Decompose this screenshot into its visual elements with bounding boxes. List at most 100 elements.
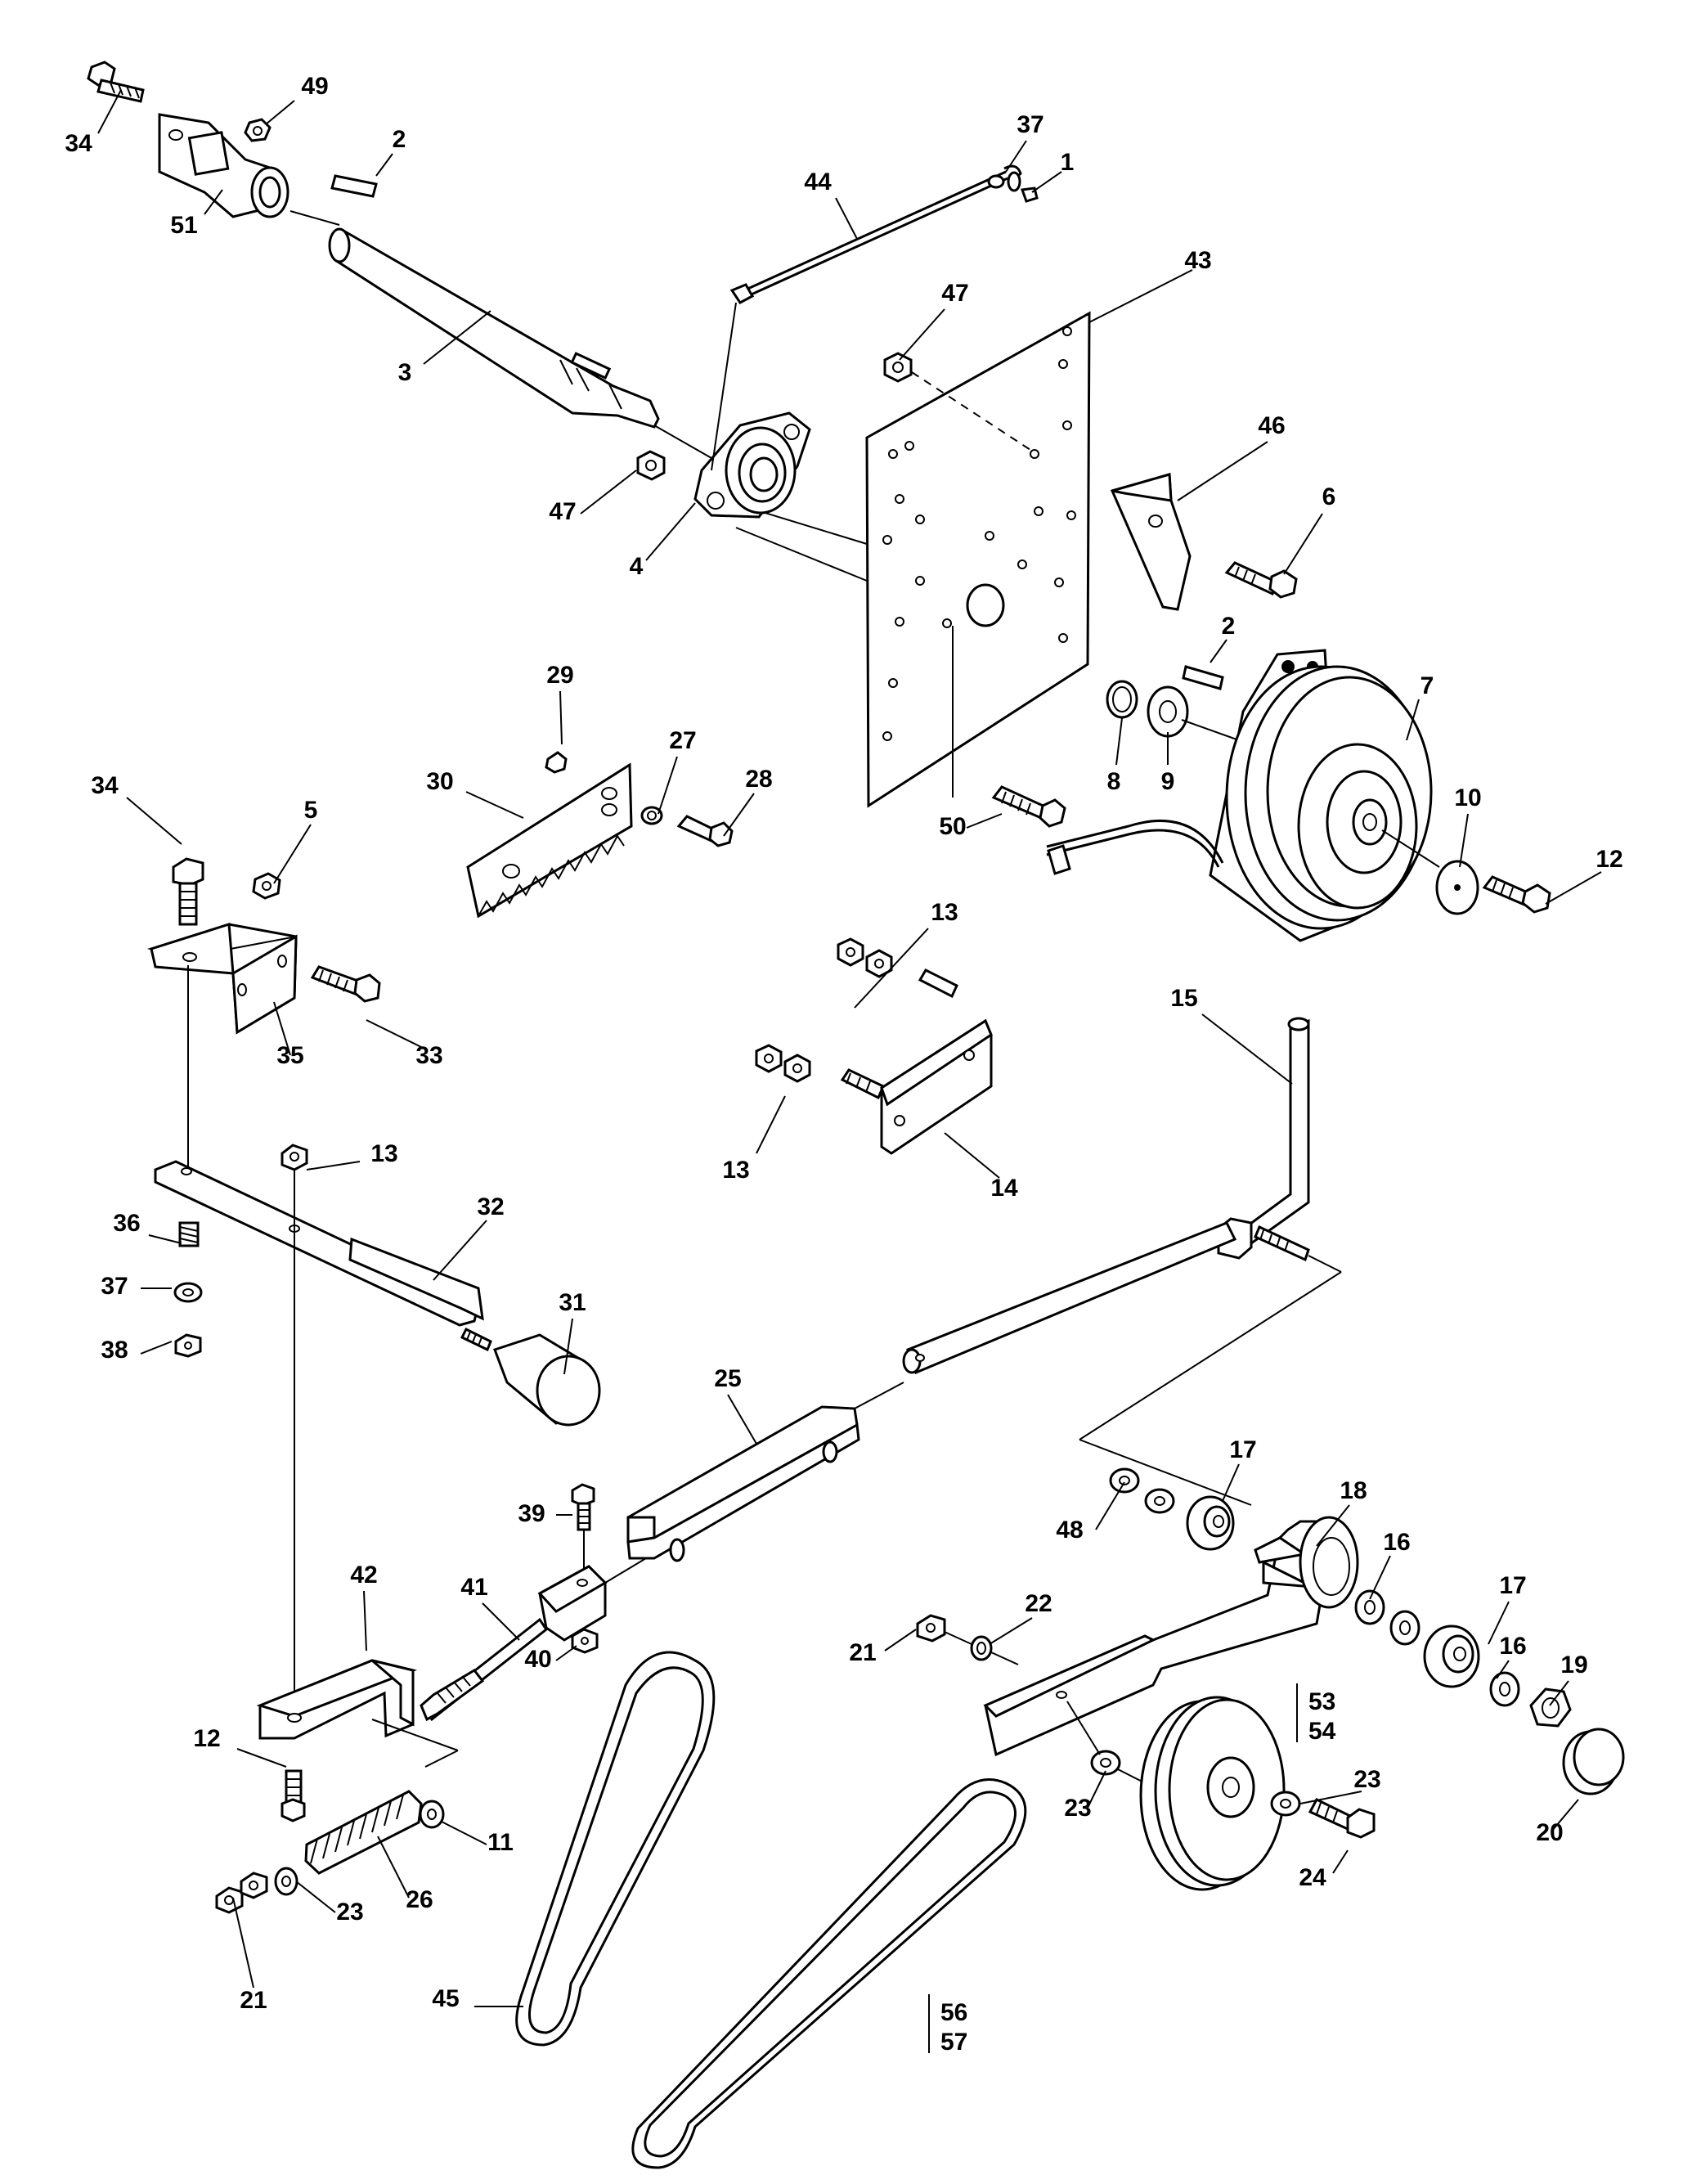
callout-c5: 5 xyxy=(304,797,318,824)
callout-s5657-bottom: 57 xyxy=(940,2029,967,2056)
leader-line-c32 xyxy=(433,1220,487,1281)
callout-c47b: 47 xyxy=(549,498,576,525)
callout-c29: 29 xyxy=(546,662,573,689)
callout-c34b: 34 xyxy=(91,772,119,799)
leader-line-c17a xyxy=(1222,1463,1240,1502)
callout-c41: 41 xyxy=(460,1574,487,1601)
leader-line-c23b xyxy=(1087,1770,1106,1809)
leader-line-c25 xyxy=(727,1394,757,1445)
leader-line-c30 xyxy=(465,791,524,819)
leader-line-c21b xyxy=(232,1897,254,1989)
callout-c27: 27 xyxy=(669,727,696,754)
callout-c18: 18 xyxy=(1340,1477,1367,1504)
leader-line-c4 xyxy=(645,502,696,561)
callout-c17a: 17 xyxy=(1229,1436,1256,1463)
clamp-bracket xyxy=(755,937,993,1155)
callout-c31: 31 xyxy=(559,1289,586,1316)
callout-c35: 35 xyxy=(276,1042,303,1069)
leader-line-c22 xyxy=(989,1617,1033,1645)
callout-c21a: 21 xyxy=(849,1639,876,1666)
idler-arm xyxy=(916,1467,1625,1795)
callout-c9: 9 xyxy=(1161,768,1175,795)
leader-line-c37a xyxy=(1005,140,1027,173)
callout-c46: 46 xyxy=(1258,412,1285,439)
leader-line-c20 xyxy=(1551,1799,1579,1831)
callout-c49: 49 xyxy=(301,73,328,100)
leader-line-c47b xyxy=(580,470,637,515)
callout-c45: 45 xyxy=(432,1985,459,2012)
callout-c47a: 47 xyxy=(941,280,968,307)
shaft-coupler xyxy=(87,61,868,582)
leader-line-c6 xyxy=(1283,513,1323,575)
notch-plate xyxy=(466,751,734,919)
leader-line-c43 xyxy=(1088,269,1193,323)
spring-group xyxy=(215,1790,445,1914)
leader-line-c12a xyxy=(1545,871,1602,905)
bracket xyxy=(1110,473,1298,611)
callout-c12b: 12 xyxy=(193,1725,220,1752)
callout-c24: 24 xyxy=(1299,1864,1326,1891)
leader-line-c7 xyxy=(1406,699,1420,741)
callout-c32: 32 xyxy=(477,1193,504,1220)
leader-line-c10 xyxy=(1459,813,1469,868)
leader-line-c16a xyxy=(1369,1555,1391,1600)
callout-c16a: 16 xyxy=(1383,1529,1410,1556)
callout-c34a: 34 xyxy=(65,130,92,157)
callout-c20: 20 xyxy=(1536,1819,1563,1846)
callout-c44: 44 xyxy=(804,169,832,195)
callout-s5657-top: 56 xyxy=(940,1999,967,2026)
callout-c8: 8 xyxy=(1107,768,1121,795)
callout-c12a: 12 xyxy=(1596,846,1622,873)
callout-c30: 30 xyxy=(426,768,453,795)
callout-c37a: 37 xyxy=(1017,111,1043,138)
callout-c40: 40 xyxy=(524,1646,551,1673)
callout-c13a: 13 xyxy=(931,899,958,926)
leader-line-c13a xyxy=(854,928,929,1009)
leader-line-c12b xyxy=(236,1748,287,1768)
leader-line-c36 xyxy=(148,1234,182,1244)
callout-c3: 3 xyxy=(398,359,412,386)
leader-line-c48 xyxy=(1095,1481,1125,1530)
callout-c13b: 13 xyxy=(370,1140,397,1167)
rod xyxy=(711,164,1039,471)
callout-c7: 7 xyxy=(1420,672,1434,699)
leader-line-c40 xyxy=(555,1645,577,1661)
callout-c10: 10 xyxy=(1454,784,1481,811)
bearing-flange xyxy=(636,411,811,519)
callout-s5354-bottom: 54 xyxy=(1308,1718,1336,1745)
spring-bracket xyxy=(256,1659,459,1822)
idler-pulley xyxy=(1066,1696,1376,1891)
clevis-rod xyxy=(420,1483,608,1722)
leader-line-c23a xyxy=(1299,1791,1362,1804)
leader-line-c11 xyxy=(441,1821,487,1845)
leader-line-c19 xyxy=(1549,1680,1569,1706)
callout-c28: 28 xyxy=(745,766,772,793)
callout-c48: 48 xyxy=(1056,1517,1083,1544)
callout-c43: 43 xyxy=(1184,247,1211,274)
leader-line-c51 xyxy=(204,189,223,215)
leader-line-c2b xyxy=(1210,639,1228,663)
callout-c14: 14 xyxy=(990,1175,1018,1202)
leader-line-c28 xyxy=(723,793,755,837)
leader-line-c35 xyxy=(273,1001,291,1056)
callout-c22: 22 xyxy=(1025,1590,1052,1617)
leader-line-c1 xyxy=(1031,171,1062,193)
handle-rod xyxy=(902,1017,1342,1506)
callout-c50: 50 xyxy=(939,813,966,840)
callout-leaders xyxy=(97,89,1602,2007)
callout-c16b: 16 xyxy=(1499,1633,1526,1660)
leader-line-c5 xyxy=(273,824,312,884)
callout-c38: 38 xyxy=(101,1337,128,1364)
leader-line-c49 xyxy=(265,100,295,125)
callout-c19: 19 xyxy=(1560,1651,1587,1678)
leader-line-c27 xyxy=(658,756,678,815)
callout-c1: 1 xyxy=(1061,149,1075,176)
callout-c17b: 17 xyxy=(1499,1572,1526,1599)
leader-line-c8 xyxy=(1115,717,1123,766)
leader-line-c13c xyxy=(756,1095,786,1154)
leader-line-c38 xyxy=(140,1341,173,1355)
callout-c33: 33 xyxy=(415,1042,442,1069)
